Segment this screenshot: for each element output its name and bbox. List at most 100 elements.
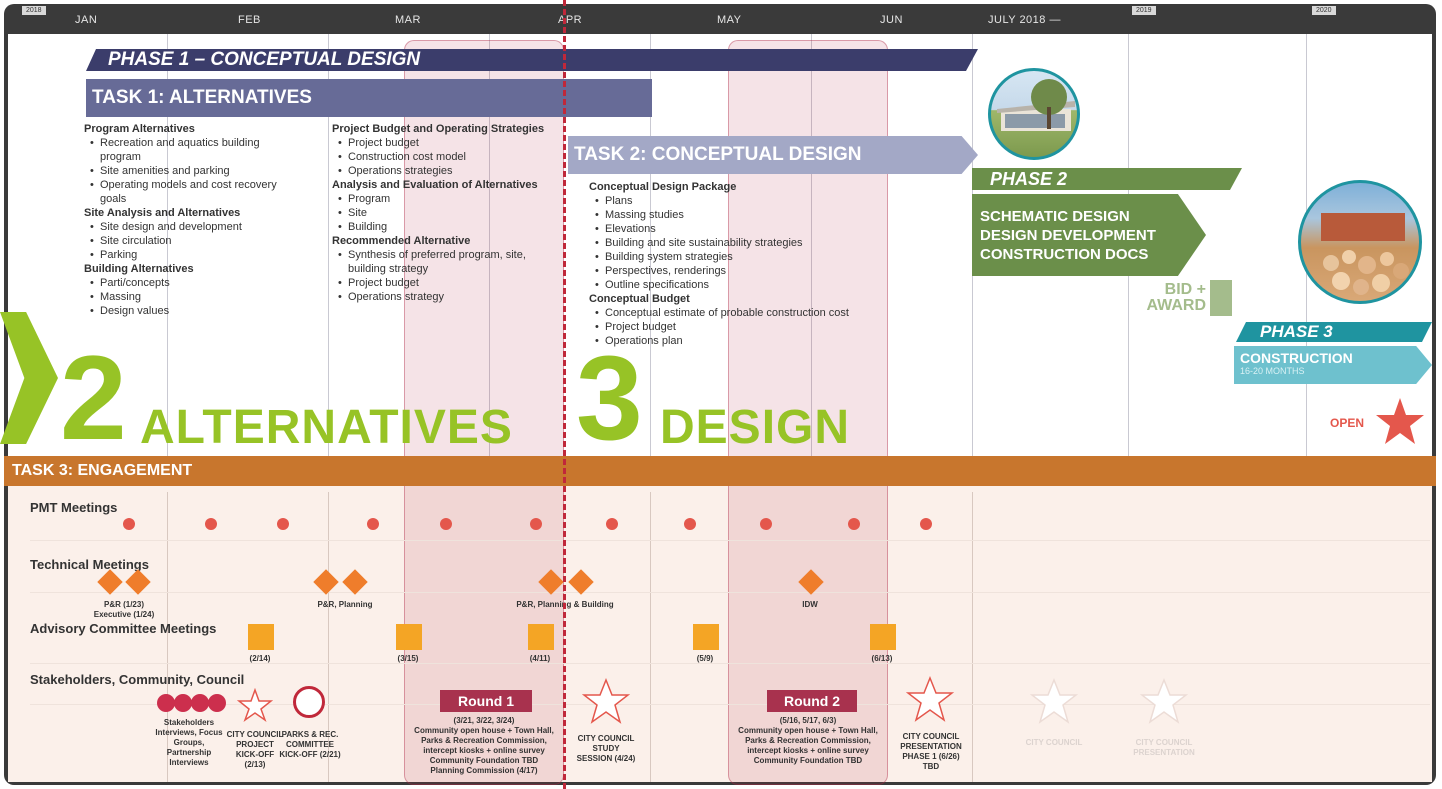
stakeholder-dot [157, 694, 175, 712]
bid-award-label: BID + AWARD [1124, 282, 1206, 314]
round2-details: (5/16, 5/17, 6/3) Community open house +… [728, 716, 888, 766]
list-heading: Project Budget and Operating Strategies [332, 123, 545, 135]
task3-title: TASK 3: ENGAGEMENT [4, 456, 1436, 486]
open-star-icon [1376, 398, 1424, 444]
pmt-meeting-dot [277, 518, 289, 530]
current-date-cutoff-line [563, 0, 566, 789]
list-item: Conceptual estimate of probable construc… [589, 306, 909, 320]
pmt-meeting-dot [848, 518, 860, 530]
advisory-meetings-label: Advisory Committee Meetings [30, 621, 217, 636]
open-label: OPEN [1330, 416, 1365, 430]
crowd-photo [1298, 180, 1422, 304]
phase1-banner: PHASE 1 – CONCEPTUAL DESIGN [86, 49, 978, 71]
gridline [972, 492, 973, 782]
stakeholder-dot [191, 694, 209, 712]
list-item: Operations plan [589, 334, 909, 348]
advisory-date-label: (3/15) [397, 654, 419, 663]
advisory-meeting-square [870, 624, 896, 650]
round1-line: Community Foundation TBD [429, 756, 539, 765]
list-item: Operating models and cost recovery [84, 178, 334, 192]
stakeholders-row-label: Stakeholders, Community, Council [30, 672, 245, 687]
phase2-banner: PHASE 2 [972, 168, 1242, 190]
task2-title: TASK 2: CONCEPTUAL DESIGN [568, 136, 978, 174]
technical-label-line: Executive (1/24) [93, 610, 155, 619]
round2-dates: (5/16, 5/17, 6/3) [779, 716, 837, 725]
list-item: Design values [84, 304, 334, 318]
round2-line: intercept kiosks + online survey [747, 746, 869, 755]
month-jun: JUN [880, 14, 903, 26]
list-heading: Analysis and Evaluation of Alternatives [332, 179, 538, 191]
list-item: Parti/concepts [84, 276, 334, 290]
month-may: MAY [717, 14, 742, 26]
technical-label-line: P&R (1/23) [103, 600, 144, 609]
list-heading: Building Alternatives [84, 263, 194, 275]
list-item: Massing [84, 290, 334, 304]
bid-label: BID + [1164, 281, 1206, 298]
round1-dates: (3/21, 3/22, 3/24) [453, 716, 515, 725]
stage-3-word: DESIGN [660, 401, 851, 454]
round1-badge: Round 1 [440, 690, 532, 712]
future-council-star-icon [1030, 678, 1078, 724]
construction-label: CONSTRUCTION [1240, 350, 1353, 366]
month-july: JULY 2018 — [988, 14, 1061, 26]
row-divider [30, 704, 1430, 705]
list-item: Recreation and aquatics building [84, 136, 334, 150]
study-session-label: CITY COUNCIL STUDY SESSION (4/24) [576, 734, 636, 763]
list-heading: Recommended Alternative [332, 235, 471, 247]
advisory-date-label: (5/9) [696, 654, 714, 663]
engagement-panel [8, 486, 1432, 782]
future-council-label: CITY COUNCIL [1025, 738, 1083, 747]
list-item: Parking [84, 248, 334, 262]
list-item: building strategy [348, 263, 429, 275]
study-session-star-icon [582, 678, 630, 724]
list-item: Program [332, 192, 572, 206]
list-item: program [100, 151, 141, 163]
pmt-meeting-dot [920, 518, 932, 530]
stakeholder-dot [208, 694, 226, 712]
year-tag-2020: 2020 [1312, 6, 1336, 15]
stage-3-number: 3 [576, 331, 643, 465]
list-item: Site design and development [84, 220, 334, 234]
round1-details: (3/21, 3/22, 3/24) Community open house … [404, 716, 564, 776]
gridline [167, 492, 168, 782]
month-feb: FEB [238, 14, 261, 26]
list-item: Site amenities and parking [84, 164, 334, 178]
building-photo [988, 68, 1080, 160]
pmt-meeting-dot [530, 518, 542, 530]
construction-docs-label: CONSTRUCTION DOCS [980, 246, 1149, 263]
technical-label-planning: P&R, Planning [317, 600, 373, 609]
list-item: Synthesis of preferred program, site, [332, 248, 572, 262]
gridline [328, 492, 329, 782]
list-item: Massing studies [589, 208, 909, 222]
gridline [650, 492, 651, 782]
pmt-meetings-label: PMT Meetings [30, 500, 118, 515]
parks-kickoff-label: PARKS & REC. COMMITTEE KICK-OFF (2/21) [279, 730, 341, 759]
list-item: Site circulation [84, 234, 334, 248]
list-heading: Site Analysis and Alternatives [84, 207, 241, 219]
list-item: Plans [589, 194, 909, 208]
list-item: Project budget [332, 276, 572, 290]
list-item: Building system strategies [589, 250, 909, 264]
round2-line: Community open house + Town Hall, [738, 726, 878, 735]
round1-line: Community open house + Town Hall, [414, 726, 554, 735]
task1-column-1: Program AlternativesRecreation and aquat… [84, 122, 334, 318]
pmt-meeting-dot [205, 518, 217, 530]
list-item: Operations strategies [332, 164, 572, 178]
year-tag-2018: 2018 [22, 6, 46, 15]
round2-line: Parks & Recreation Commission, [745, 736, 871, 745]
phase3-banner: PHASE 3 [1236, 322, 1432, 342]
advisory-date-label: (2/14) [249, 654, 271, 663]
council-kickoff-label: CITY COUNCIL PROJECT KICK-OFF (2/13) [226, 730, 284, 769]
month-mar: MAR [395, 14, 421, 26]
construction-duration: 16-20 MONTHS [1240, 366, 1305, 376]
design-development-label: DESIGN DEVELOPMENT [980, 227, 1156, 244]
list-heading: Conceptual Design Package [589, 181, 737, 193]
list-item: Operations strategy [332, 290, 572, 304]
list-item: Perspectives, renderings [589, 264, 909, 278]
pmt-meeting-dot [440, 518, 452, 530]
list-heading: Program Alternatives [84, 123, 195, 135]
stakeholders-label: Stakeholders Interviews, Focus Groups, P… [155, 718, 223, 767]
award-label: AWARD [1146, 297, 1206, 314]
stage-2-number: 2 [60, 331, 127, 465]
construction-arrow: CONSTRUCTION 16-20 MONTHS [1234, 346, 1432, 384]
